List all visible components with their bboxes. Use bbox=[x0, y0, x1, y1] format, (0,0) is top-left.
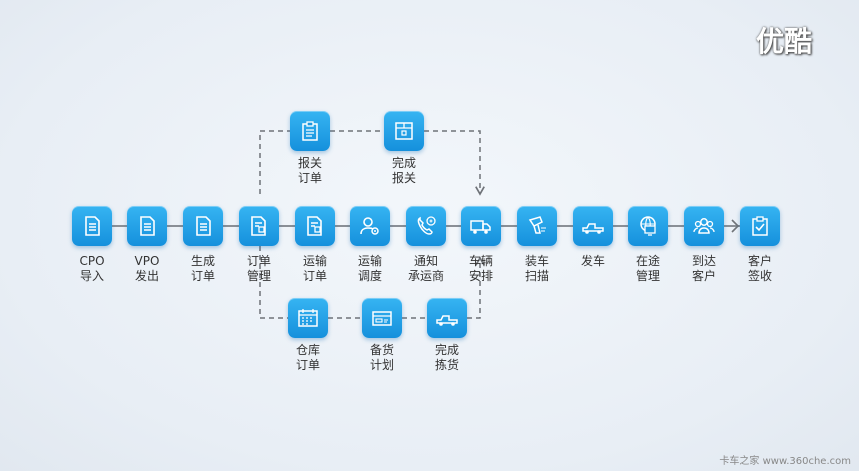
document-edit-icon bbox=[295, 206, 335, 246]
node-label: 订单 bbox=[190, 269, 215, 283]
node-label: 运输 bbox=[302, 254, 327, 268]
upper-branch-return bbox=[424, 130, 485, 196]
node-label: 在途 bbox=[635, 254, 660, 268]
node-label: 订单 bbox=[295, 358, 320, 372]
lower-branch-line bbox=[259, 246, 288, 319]
node-label: 报关 bbox=[391, 171, 416, 185]
node-loading-scan[interactable]: 装车扫描 bbox=[517, 206, 557, 283]
node-label: 发车 bbox=[580, 254, 605, 268]
node-in-transit[interactable]: 在途管理 bbox=[628, 206, 668, 283]
node-label: 签收 bbox=[747, 269, 772, 283]
node-label: VPO bbox=[134, 254, 160, 268]
final-arrow bbox=[731, 219, 740, 233]
node-label: 通知 bbox=[413, 254, 438, 268]
node-customs-complete[interactable]: 完成报关 bbox=[384, 111, 424, 185]
scanner-icon bbox=[517, 206, 557, 246]
node-transport-order[interactable]: 运输订单 bbox=[295, 206, 335, 283]
node-customs-order[interactable]: 报关订单 bbox=[290, 111, 330, 185]
node-label: 装车 bbox=[524, 254, 549, 268]
node-generate-order[interactable]: 生成订单 bbox=[183, 206, 223, 283]
node-label: 客户 bbox=[691, 269, 716, 283]
node-picking-complete[interactable]: 完成拣货 bbox=[427, 298, 467, 372]
card-icon bbox=[362, 298, 402, 338]
calendar-icon bbox=[288, 298, 328, 338]
box-icon bbox=[384, 111, 424, 151]
node-label: CPO bbox=[79, 254, 105, 268]
node-label: 报关 bbox=[297, 156, 322, 170]
node-label: 管理 bbox=[246, 269, 271, 283]
node-label: 安排 bbox=[468, 269, 493, 283]
lower-branch-return bbox=[467, 256, 485, 319]
node-label: 客户 bbox=[747, 254, 772, 268]
people-icon bbox=[684, 206, 724, 246]
pickup-truck-icon bbox=[427, 298, 467, 338]
node-customer-sign[interactable]: 客户签收 bbox=[740, 206, 780, 283]
node-vehicle-arrangement[interactable]: 车辆安排 bbox=[461, 206, 501, 283]
node-label: 备货 bbox=[369, 343, 394, 357]
document-icon bbox=[127, 206, 167, 246]
document-icon bbox=[72, 206, 112, 246]
node-order-management[interactable]: 订单管理 bbox=[239, 206, 279, 283]
footer-credit: 卡车之家 www.360che.com bbox=[719, 456, 851, 467]
node-notify-carrier[interactable]: 通知承运商 bbox=[406, 206, 446, 283]
node-label: 车辆 bbox=[468, 254, 493, 268]
node-label: 扫描 bbox=[524, 269, 549, 283]
node-label: 运输 bbox=[357, 254, 382, 268]
upper-branch-line bbox=[259, 130, 290, 194]
node-label: 管理 bbox=[635, 269, 660, 283]
phone-icon bbox=[406, 206, 446, 246]
node-label: 计划 bbox=[369, 358, 394, 372]
node-arrive-customer[interactable]: 到达客户 bbox=[684, 206, 724, 283]
node-label: 发出 bbox=[134, 269, 159, 283]
pickup-truck-icon bbox=[573, 206, 613, 246]
node-label: 订单 bbox=[246, 254, 271, 268]
node-label: 导入 bbox=[79, 269, 104, 283]
node-label: 仓库 bbox=[295, 343, 320, 357]
truck-icon bbox=[461, 206, 501, 246]
node-label: 订单 bbox=[302, 269, 327, 283]
user-gear-icon bbox=[350, 206, 390, 246]
document-icon bbox=[183, 206, 223, 246]
node-label: 订单 bbox=[297, 171, 322, 185]
node-label: 完成 bbox=[434, 343, 459, 357]
node-label: 生成 bbox=[190, 254, 215, 268]
node-warehouse-order[interactable]: 仓库订单 bbox=[288, 298, 328, 372]
clipboard-check-icon bbox=[740, 206, 780, 246]
node-departure[interactable]: 发车 bbox=[573, 206, 613, 268]
node-stock-plan[interactable]: 备货计划 bbox=[362, 298, 402, 372]
node-label: 拣货 bbox=[434, 358, 459, 372]
video-watermark: 优酷 bbox=[756, 25, 813, 58]
node-label: 到达 bbox=[691, 254, 716, 268]
clipboard-icon bbox=[290, 111, 330, 151]
node-transport-dispatch[interactable]: 运输调度 bbox=[350, 206, 390, 283]
document-edit-icon bbox=[239, 206, 279, 246]
globe-monitor-icon bbox=[628, 206, 668, 246]
node-label: 完成 bbox=[391, 156, 416, 170]
node-label: 调度 bbox=[357, 269, 382, 283]
node-label: 承运商 bbox=[407, 269, 444, 283]
